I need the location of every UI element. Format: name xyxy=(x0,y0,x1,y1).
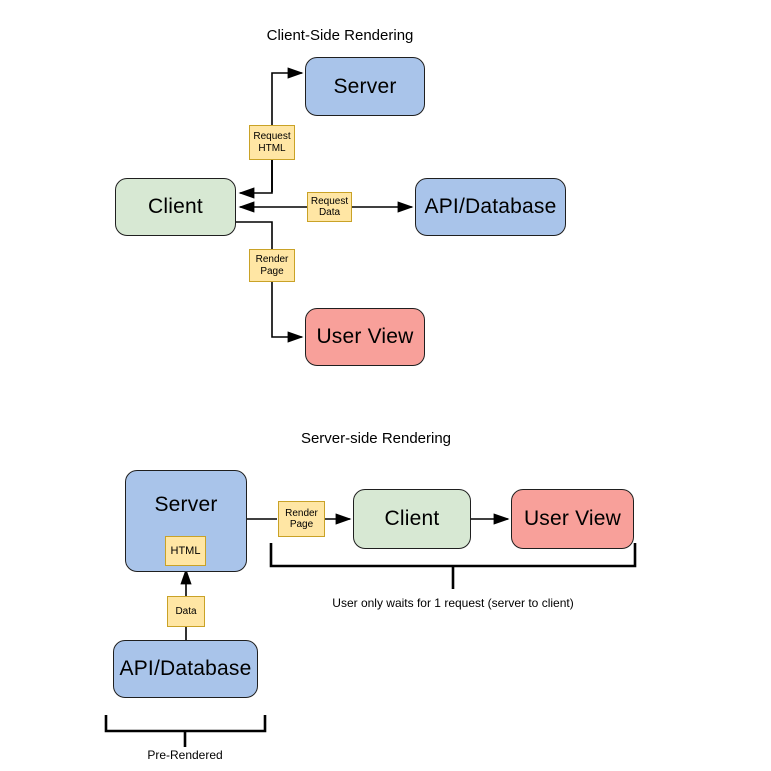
bracket-pre-rendered xyxy=(104,715,267,747)
csr-node-user-view[interactable]: User View xyxy=(305,308,425,366)
ssr-edge-label-data: Data xyxy=(167,596,205,627)
ssr-section-title: Server-side Rendering xyxy=(300,430,452,447)
ssr-annotation-one-request: User only waits for 1 request (server to… xyxy=(332,596,574,610)
csr-node-api-database-label: API/Database xyxy=(424,195,557,219)
csr-edge-label-request-data: Request Data xyxy=(307,192,352,222)
csr-node-client-label: Client xyxy=(148,195,203,219)
ssr-node-client[interactable]: Client xyxy=(353,489,471,549)
csr-edge-label-render-page: Render Page xyxy=(249,249,295,282)
edge-server-to-client xyxy=(238,160,273,199)
csr-section-title: Client-Side Rendering xyxy=(266,27,414,44)
csr-node-client[interactable]: Client xyxy=(115,178,236,236)
ssr-node-api-database-label: API/Database xyxy=(119,657,252,681)
ssr-node-api-database[interactable]: API/Database xyxy=(113,640,258,698)
ssr-badge-html: HTML xyxy=(165,536,206,566)
csr-node-server[interactable]: Server xyxy=(305,57,425,116)
ssr-node-server-label: Server xyxy=(154,493,218,516)
csr-node-user-view-label: User View xyxy=(316,325,414,349)
ssr-node-user-view-label: User View xyxy=(523,507,622,531)
csr-node-server-label: Server xyxy=(333,74,397,98)
ssr-edge-label-render-page: Render Page xyxy=(278,501,325,537)
ssr-node-user-view[interactable]: User View xyxy=(511,489,634,549)
csr-node-api-database[interactable]: API/Database xyxy=(415,178,566,236)
ssr-node-client-label: Client xyxy=(384,507,440,531)
ssr-annotation-pre-rendered: Pre-Rendered xyxy=(147,748,223,762)
csr-edge-label-request-html: Request HTML xyxy=(249,125,295,160)
bracket-one-request xyxy=(269,543,637,589)
